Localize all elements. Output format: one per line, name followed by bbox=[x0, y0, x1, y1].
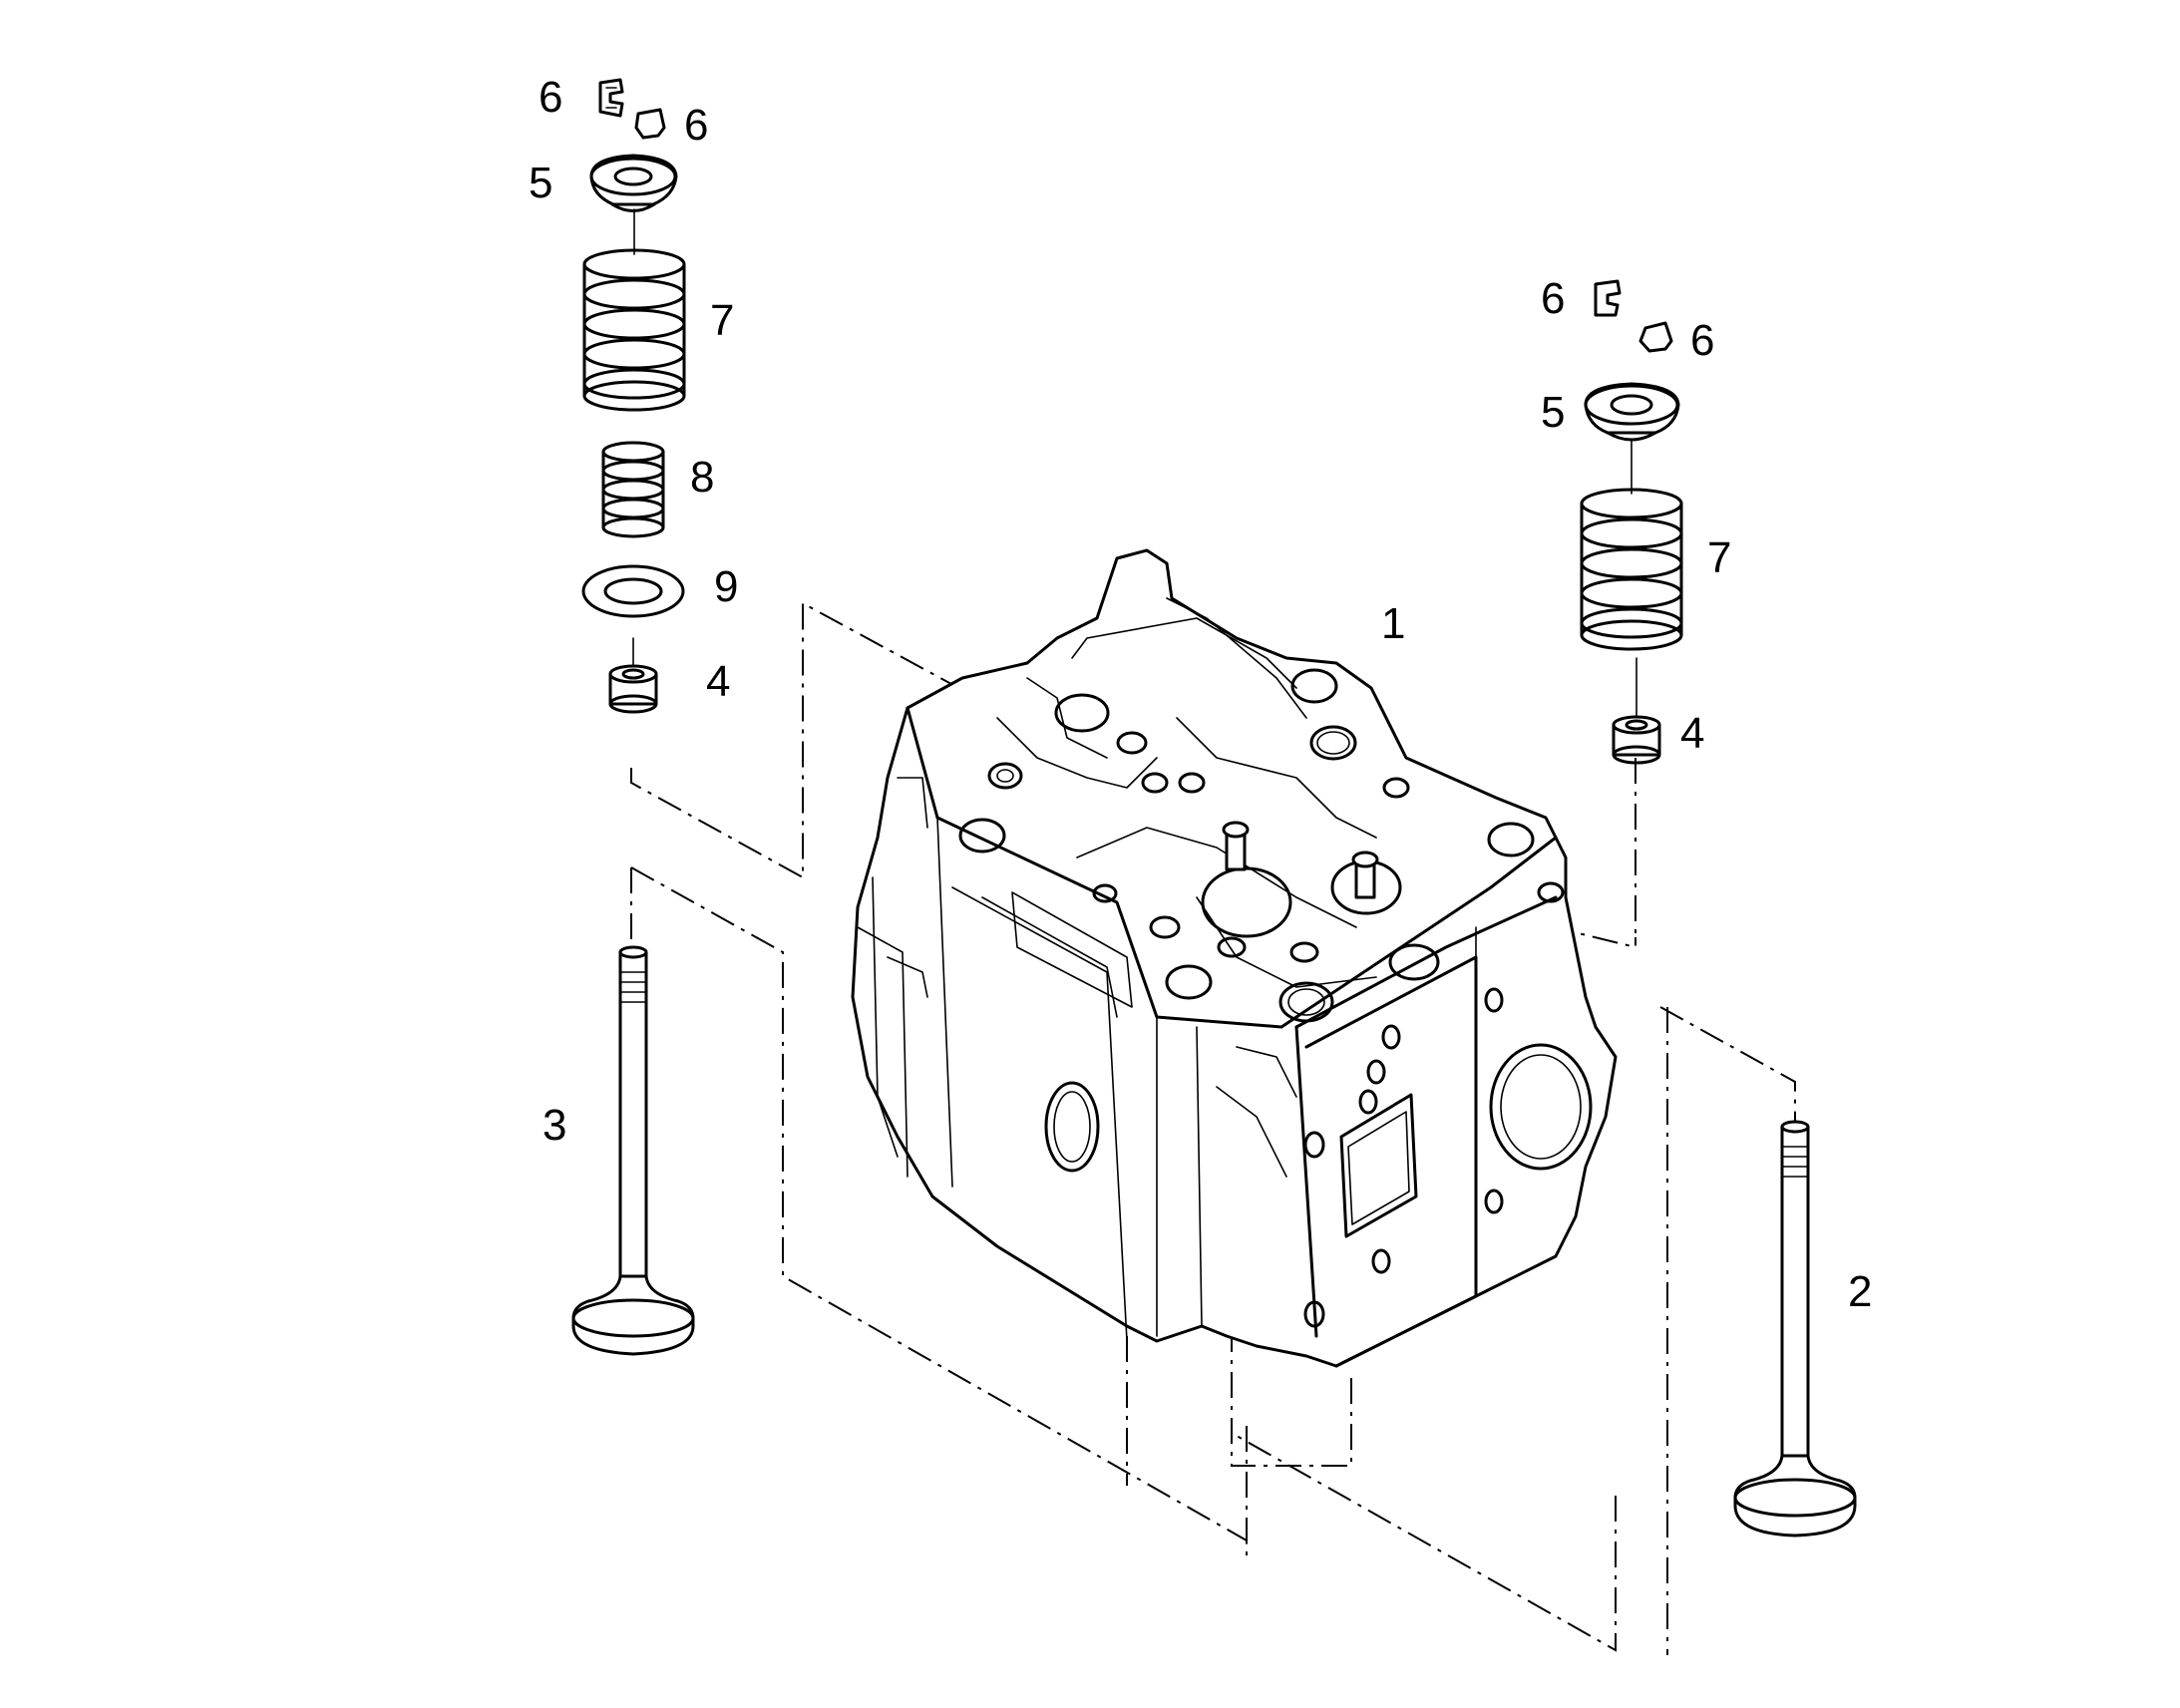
valve-stem-seal-right bbox=[1612, 657, 1661, 765]
callout-5-left: 5 bbox=[529, 159, 552, 207]
callout-3: 3 bbox=[543, 1101, 566, 1150]
valve-stem-seal-left bbox=[608, 637, 658, 714]
valve-collet-left-a bbox=[598, 78, 624, 118]
inner-spring bbox=[601, 441, 665, 538]
callout-1: 1 bbox=[1381, 599, 1405, 648]
callout-5-right: 5 bbox=[1541, 388, 1565, 437]
callout-6-right-b: 6 bbox=[1690, 316, 1714, 365]
valve-collet-right-b bbox=[1638, 321, 1673, 353]
callout-6-left-a: 6 bbox=[539, 73, 562, 122]
spring-washer bbox=[581, 564, 685, 618]
intake-valve bbox=[571, 945, 695, 1356]
callout-6-right-a: 6 bbox=[1541, 274, 1565, 323]
spring-retainer-right bbox=[1584, 382, 1680, 442]
callout-7-right: 7 bbox=[1707, 533, 1731, 582]
callout-7-left: 7 bbox=[710, 296, 734, 345]
valve-collet-right-a bbox=[1594, 279, 1622, 317]
valve-collet-left-b bbox=[634, 108, 666, 140]
callout-6-left-b: 6 bbox=[684, 101, 708, 150]
outer-spring-right bbox=[1580, 438, 1683, 651]
spring-retainer-left bbox=[589, 154, 678, 212]
callout-9: 9 bbox=[714, 562, 738, 611]
exhaust-valve bbox=[1733, 1120, 1857, 1537]
callout-labels: 1 2 3 4 4 5 5 6 6 6 6 7 7 8 9 bbox=[529, 73, 1872, 1316]
outer-spring-left bbox=[582, 208, 686, 412]
assembly-guide-lines bbox=[630, 601, 1796, 1655]
cylinder-head bbox=[851, 548, 1618, 1368]
callout-8: 8 bbox=[690, 453, 714, 502]
callout-4-left: 4 bbox=[706, 657, 730, 706]
callout-4-right: 4 bbox=[1680, 709, 1704, 758]
callout-2: 2 bbox=[1848, 1267, 1872, 1316]
